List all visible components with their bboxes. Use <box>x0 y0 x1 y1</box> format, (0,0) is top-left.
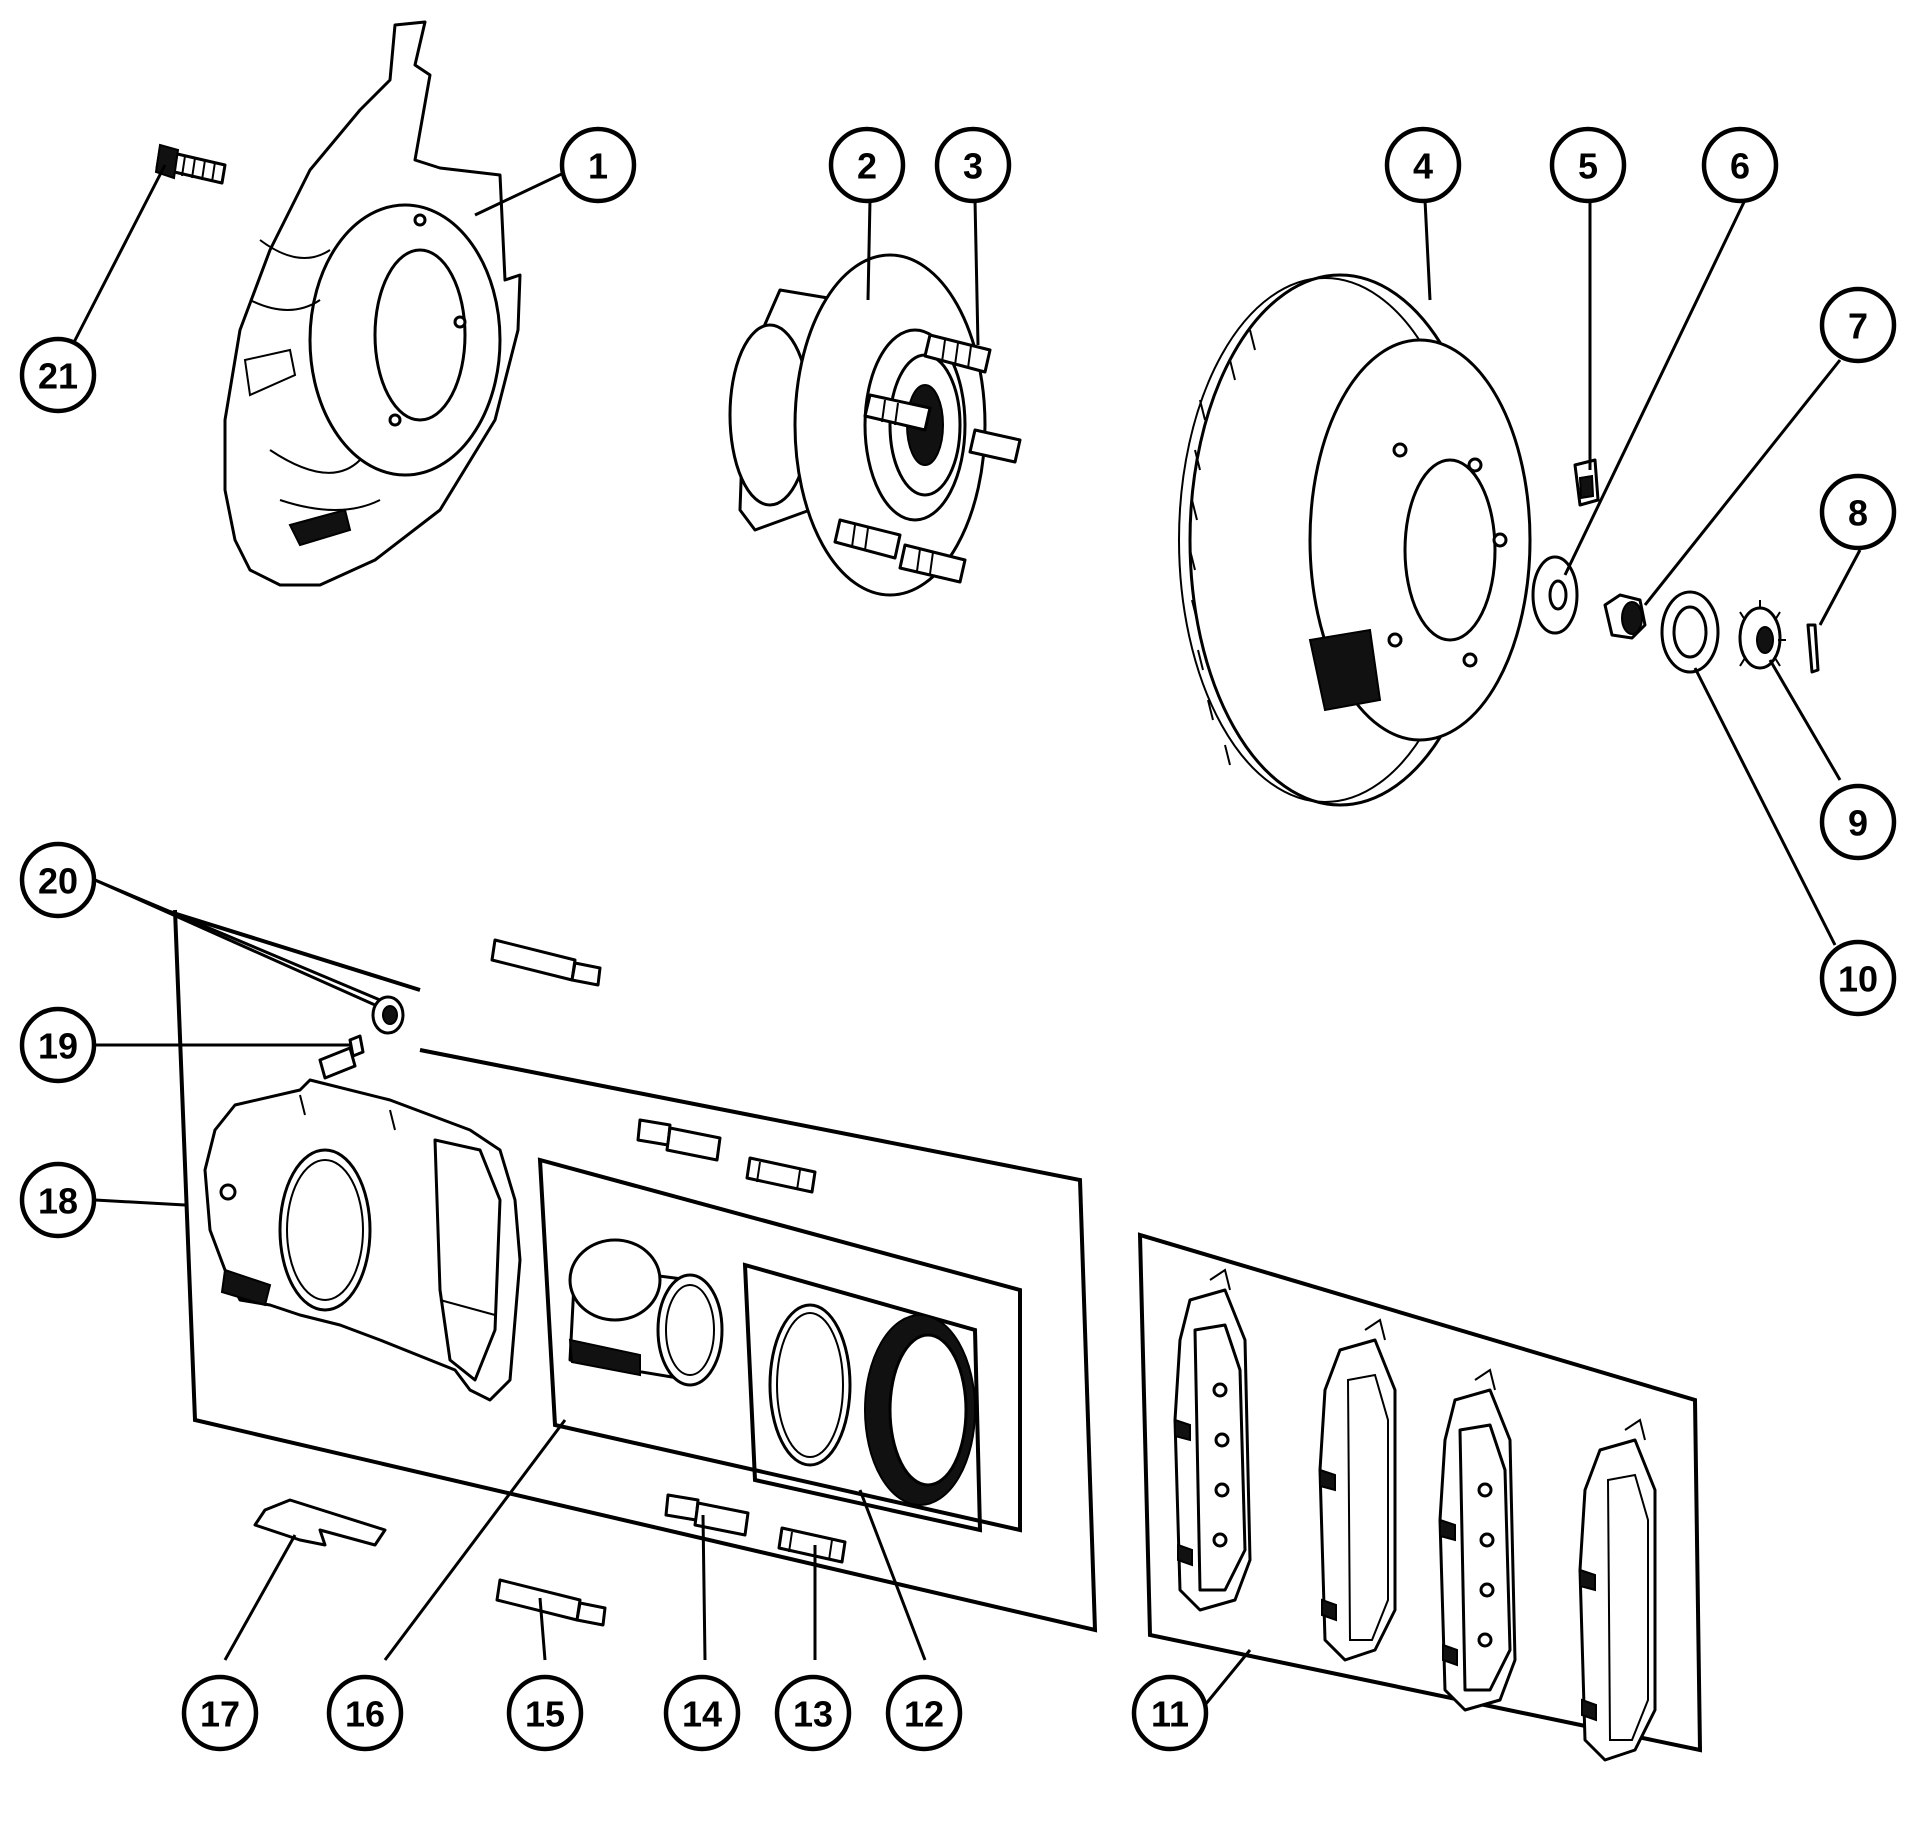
callout-number: 9 <box>1848 803 1868 844</box>
callout-number: 14 <box>682 1694 722 1735</box>
brake-pad-frame <box>1137 1232 1703 1753</box>
callout-3: 3 <box>934 126 1012 204</box>
splash-shield-part <box>223 20 522 587</box>
callout-number: 4 <box>1413 146 1433 187</box>
callout-7: 7 <box>1819 286 1897 364</box>
anti-rattle-clip-part <box>253 1498 387 1547</box>
wheel-stud-part <box>833 333 1022 584</box>
callout-number: 21 <box>38 356 78 397</box>
callout-4: 4 <box>1384 126 1462 204</box>
callout-16: 16 <box>326 1674 404 1752</box>
washer-part <box>1531 555 1579 635</box>
callout-number: 3 <box>963 146 983 187</box>
callout-19: 19 <box>19 1006 97 1084</box>
bleeder-screw-part <box>318 1034 365 1080</box>
callout-number: 8 <box>1848 493 1868 534</box>
bolt-part <box>154 143 227 185</box>
caliper-kit-frame <box>169 909 1098 1633</box>
hub-nut-part <box>1603 593 1647 640</box>
hub-bearing-part <box>728 253 987 597</box>
callout-number: 13 <box>793 1694 833 1735</box>
callout-number: 1 <box>588 146 608 187</box>
piston-kit-frame <box>537 1157 1022 1533</box>
callout-18: 18 <box>19 1161 97 1239</box>
callout-number: 20 <box>38 861 78 902</box>
callout-number: 2 <box>857 146 877 187</box>
callout-number: 12 <box>904 1694 944 1735</box>
piston-part <box>568 1238 724 1387</box>
callout-number: 7 <box>1848 306 1868 347</box>
callout-number: 11 <box>1151 1694 1189 1735</box>
callout-15: 15 <box>506 1674 584 1752</box>
bleeder-cap-part <box>371 995 405 1035</box>
callout-14: 14 <box>663 1674 741 1752</box>
spring-washer-part <box>1660 590 1720 674</box>
piston-seal-part <box>768 1303 852 1467</box>
leader-lines <box>68 164 1862 1706</box>
nut-lock-part <box>1738 600 1786 670</box>
callout-20: 20 <box>19 841 97 919</box>
brake-pad-part <box>1173 1268 1657 1762</box>
callout-number: 16 <box>345 1694 385 1735</box>
guide-pin-part <box>490 938 607 1627</box>
callout-10: 10 <box>1819 939 1897 1017</box>
clip-part <box>1573 458 1600 507</box>
callout-13: 13 <box>774 1674 852 1752</box>
callout-11: 11 <box>1131 1674 1209 1752</box>
callout-number: 17 <box>200 1694 240 1735</box>
cotter-pin-part <box>1806 623 1820 674</box>
callout-number: 19 <box>38 1026 78 1067</box>
callout-17: 17 <box>181 1674 259 1752</box>
callout-6: 6 <box>1701 126 1779 204</box>
brake-rotor-part <box>1178 273 1532 807</box>
callout-number: 15 <box>525 1694 565 1735</box>
callout-number: 5 <box>1578 146 1598 187</box>
callout-number: 10 <box>1838 959 1878 1000</box>
callout-2: 2 <box>828 126 906 204</box>
caliper-part <box>203 1078 522 1402</box>
callout-9: 9 <box>1819 783 1897 861</box>
callout-number: 18 <box>38 1181 78 1222</box>
sleeve-part <box>745 1156 847 1564</box>
seal-kit-frame <box>742 1262 983 1533</box>
callout-number: 6 <box>1730 146 1750 187</box>
callout-12: 12 <box>885 1674 963 1752</box>
callout-21: 21 <box>19 336 97 414</box>
dust-boot-part <box>864 1314 976 1506</box>
callout-1: 1 <box>559 126 637 204</box>
callout-8: 8 <box>1819 473 1897 551</box>
callout-5: 5 <box>1549 126 1627 204</box>
bushing-part <box>636 1118 750 1537</box>
